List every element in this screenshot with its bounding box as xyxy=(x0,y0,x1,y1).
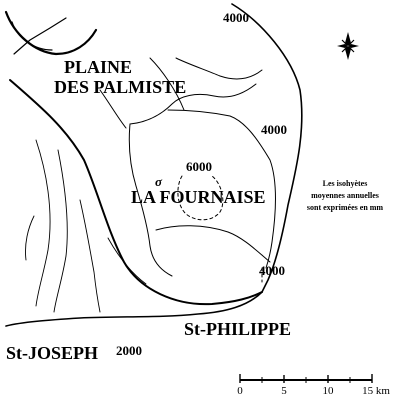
label-st-philippe: St-PHILIPPE xyxy=(184,319,291,339)
caldera-spine xyxy=(13,17,67,55)
label-fournaise: LA FOURNAISE xyxy=(131,187,266,207)
caldera-inner xyxy=(11,21,53,51)
scale-tick-10: 10 xyxy=(323,385,335,397)
ravine-1 xyxy=(35,139,51,307)
isohyet-label-summit: 6000 xyxy=(186,159,212,174)
enclos-contour xyxy=(167,109,276,269)
isohyet-6000-ring xyxy=(177,175,224,221)
enclos-west xyxy=(128,123,173,277)
enclos-north xyxy=(129,83,257,125)
legend-line-2: moyennes annuelles xyxy=(311,191,379,200)
scale-tick-0: 0 xyxy=(237,385,243,397)
crater-mark: σ xyxy=(155,174,163,189)
ridge-north-1 xyxy=(149,57,185,111)
enclos-south xyxy=(155,225,271,263)
isohyet-label-east: 4000 xyxy=(261,122,287,137)
scale-tick-5: 5 xyxy=(281,385,287,397)
scale-tick-15: 15 km xyxy=(362,385,390,397)
compass-rose-icon xyxy=(337,32,359,60)
ravine-4 xyxy=(25,215,35,261)
isohyet-label-top: 4000 xyxy=(223,10,249,25)
isohyet-2000-curve xyxy=(9,79,263,306)
ravine-3 xyxy=(79,199,101,313)
label-st-joseph: St-JOSEPH xyxy=(6,343,98,363)
ridge-north-3 xyxy=(99,89,127,129)
caldera-rim xyxy=(4,10,98,56)
coastline xyxy=(5,3,303,327)
ravine-2 xyxy=(53,149,68,313)
scale-bar xyxy=(239,374,373,383)
isohyet-label-south-west: 2000 xyxy=(116,343,142,358)
legend-line-3: sont exprimées en mm xyxy=(307,203,384,212)
ridge-north-2 xyxy=(175,57,263,80)
legend-line-1: Les isohyètes xyxy=(323,179,368,188)
label-plaine-line1: PLAINE xyxy=(64,57,132,77)
isohyet-label-south-east: 4000 xyxy=(259,263,285,278)
label-plaine-line2: DES PALMISTE xyxy=(54,77,186,97)
ravine-5 xyxy=(107,237,147,285)
